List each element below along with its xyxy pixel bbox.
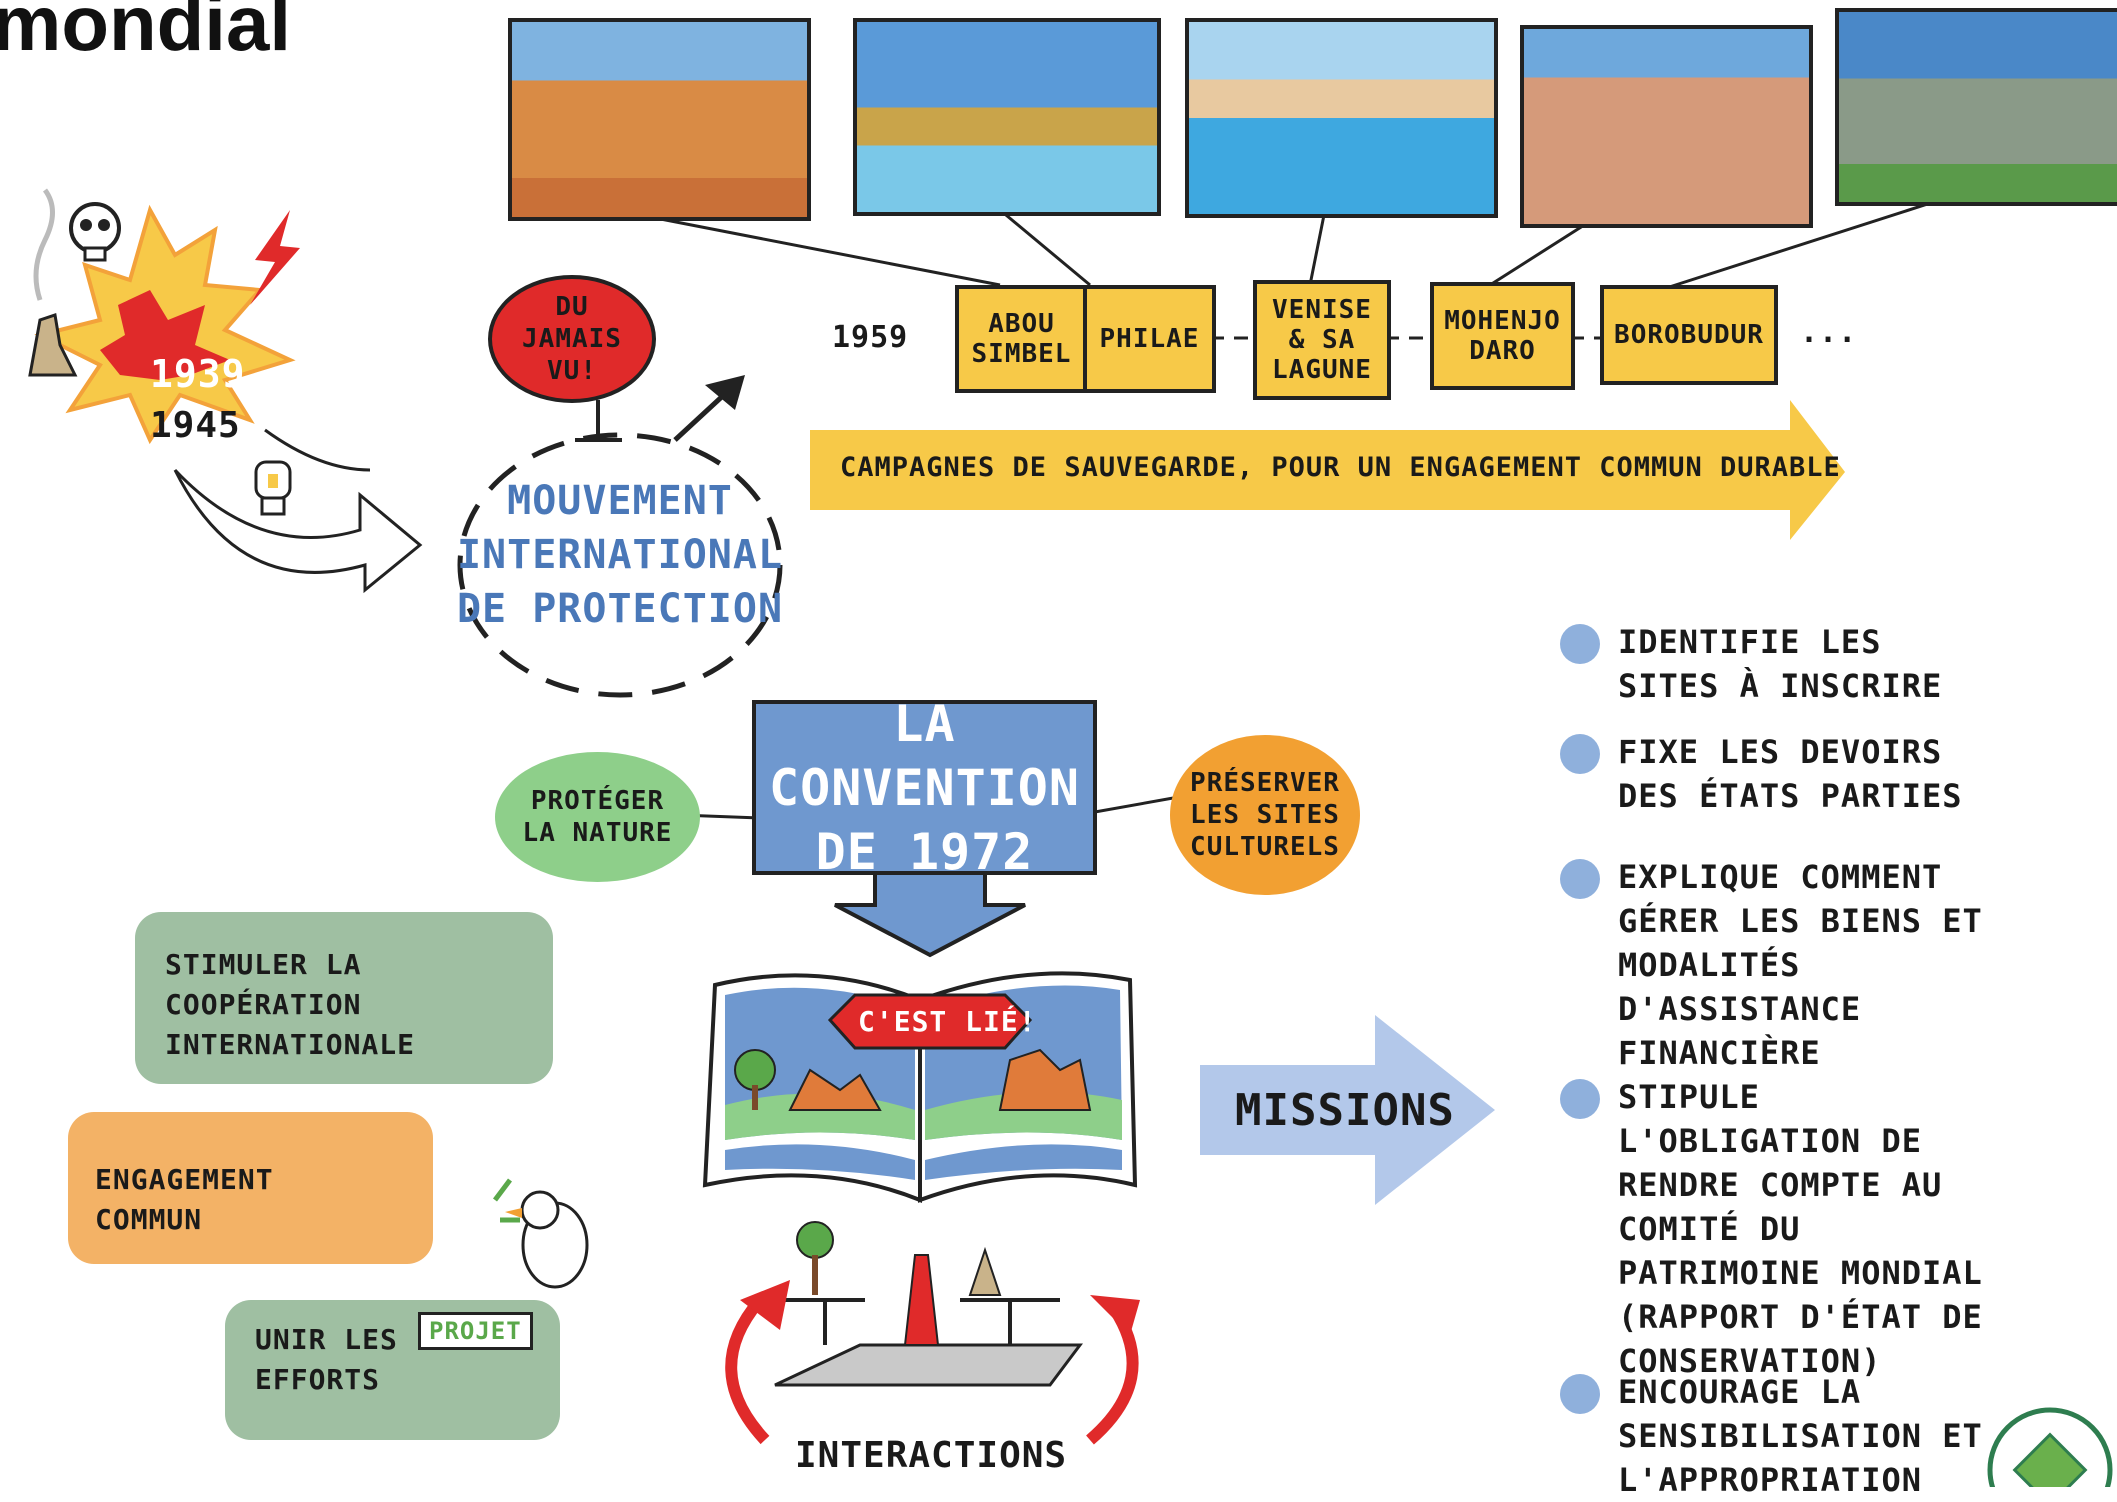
photo-connectors bbox=[639, 198, 1941, 292]
down-arrow bbox=[834, 868, 1026, 958]
mission-text: STIPULE L'OBLIGATION DE RENDRE COMPTE AU… bbox=[1618, 1078, 1983, 1380]
mission-text: EXPLIQUE COMMENT GÉRER LES BIENS ET MODA… bbox=[1618, 858, 1983, 1072]
mission-item: IDENTIFIE LES SITES À INSCRIRE bbox=[1560, 620, 1998, 708]
year-1945: 1945 bbox=[150, 405, 241, 446]
nature-bubble: PROTÉGER LA NATURE bbox=[495, 752, 700, 882]
unite-label: UNIR LES EFFORTS bbox=[255, 1323, 398, 1396]
scale-illustration bbox=[774, 1221, 1083, 1387]
timeline-ellipsis: ... bbox=[1800, 315, 1858, 350]
year-1959: 1959 bbox=[832, 320, 909, 355]
site-philae: PHILAE bbox=[1083, 285, 1216, 393]
bullet-dot bbox=[1560, 624, 1600, 664]
mission-text: IDENTIFIE LES SITES À INSCRIRE bbox=[1618, 623, 1943, 705]
mission-text: ENCOURAGE LA SENSIBILISATION ET L'APPROP… bbox=[1618, 1373, 1983, 1499]
cooperation-label: STIMULER LA COOPÉRATION INTERNATIONALE bbox=[165, 948, 416, 1061]
cooperation-card bbox=[135, 912, 553, 1084]
engagement-label: ENGAGEMENT COMMUN bbox=[95, 1163, 274, 1236]
culture-bubble: PRÉSERVER LES SITES CULTURELS bbox=[1170, 735, 1360, 895]
book-banner-label: C'EST LIÉ! bbox=[858, 1005, 1037, 1038]
ruins-icon bbox=[28, 188, 78, 377]
mission-item: ENCOURAGE LA SENSIBILISATION ET L'APPROP… bbox=[1560, 1370, 1998, 1502]
mission-item: EXPLIQUE COMMENT GÉRER LES BIENS ET MODA… bbox=[1560, 855, 1998, 1075]
site-borobudur: BOROBUDUR bbox=[1600, 285, 1778, 385]
photo-venice bbox=[1185, 18, 1498, 218]
mission-text: FIXE LES DEVOIRS DES ÉTATS PARTIES bbox=[1618, 733, 1963, 815]
campaign-arrow bbox=[810, 400, 1845, 540]
year-1939: 1939 bbox=[150, 352, 246, 396]
bullet-dot bbox=[1560, 1374, 1600, 1414]
project-sign: PROJET bbox=[418, 1312, 533, 1350]
skull-icon bbox=[69, 202, 121, 262]
light-bulb-icon bbox=[254, 460, 292, 516]
mission-item: STIPULE L'OBLIGATION DE RENDRE COMPTE AU… bbox=[1560, 1075, 1998, 1383]
lightning-icon bbox=[250, 210, 300, 305]
bullet-dot bbox=[1560, 1079, 1600, 1119]
missions-arrow-shape bbox=[1200, 1015, 1495, 1205]
engagement-card bbox=[68, 1112, 433, 1264]
photo-philae bbox=[853, 18, 1161, 216]
site-mohenjo-daro: MOHENJO DARO bbox=[1430, 282, 1575, 390]
logo-icon bbox=[1987, 1407, 2113, 1487]
convention-box: LA CONVENTION DE 1972 bbox=[752, 695, 1097, 881]
interactions-label: INTERACTIONS bbox=[795, 1435, 1068, 1476]
movement-bubble: MOUVEMENT INTERNATIONAL DE PROTECTION bbox=[456, 478, 784, 632]
explosion-icon bbox=[34, 204, 296, 445]
site-abou-simbel: ABOU SIMBEL bbox=[955, 285, 1088, 393]
campaign-label: CAMPAGNES DE SAUVEGARDE, POUR UN ENGAGEM… bbox=[840, 452, 1841, 483]
banner-ribbon bbox=[827, 993, 1033, 1050]
curved-arrow bbox=[173, 468, 423, 594]
site-venise: VENISE & SA LAGUNE bbox=[1253, 280, 1391, 400]
bullet-dot bbox=[1560, 859, 1600, 899]
mission-item: FIXE LES DEVOIRS DES ÉTATS PARTIES bbox=[1560, 730, 1998, 818]
never-seen-bubble: DU JAMAIS VU! bbox=[488, 275, 656, 403]
movement-bubble-outline bbox=[457, 432, 783, 698]
bullet-dot bbox=[1560, 734, 1600, 774]
photo-abou-simbel bbox=[508, 18, 811, 221]
bird-icon bbox=[493, 1178, 589, 1289]
photo-borobudur bbox=[1835, 8, 2117, 206]
photo-mohenjo-daro bbox=[1520, 25, 1813, 228]
missions-arrow-label: MISSIONS bbox=[1235, 1085, 1455, 1136]
page-title: mondial bbox=[0, 0, 292, 67]
